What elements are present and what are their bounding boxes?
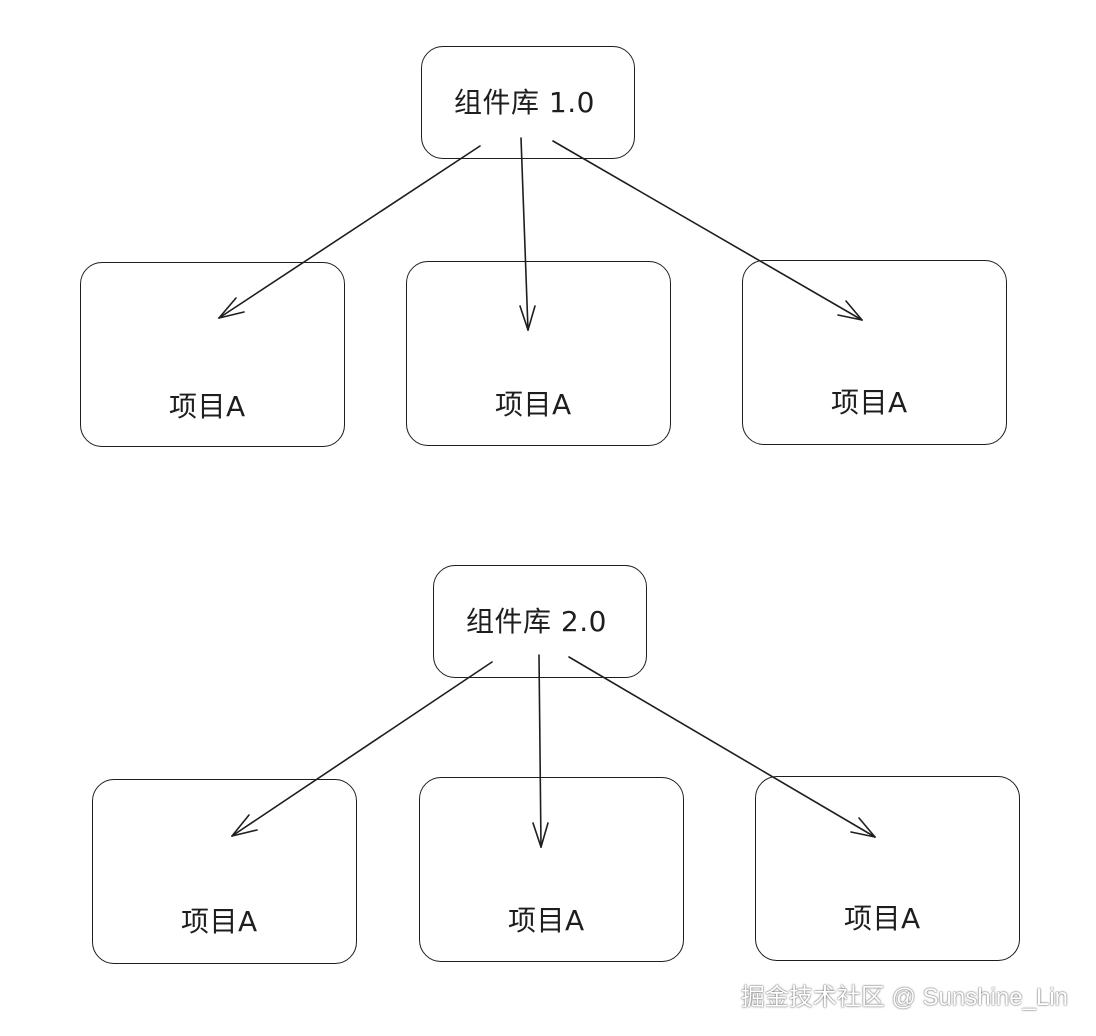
child-node-1-2: 项目A [406,261,671,446]
child-node-2-3-label: 项目A [844,902,921,935]
child-node-2-1-label: 项目A [181,905,258,938]
child-node-1-1-label: 项目A [169,390,246,423]
root-node-1-label: 组件库 1.0 [454,86,595,119]
root-node-2: 组件库 2.0 [433,565,647,678]
watermark: 掘金技术社区 @ Sunshine_Lin [740,984,1068,1011]
child-node-1-3: 项目A [742,260,1007,445]
child-node-2-3: 项目A [755,776,1020,961]
child-node-1-1: 项目A [80,262,345,447]
child-node-2-2-label: 项目A [508,904,585,937]
root-node-1: 组件库 1.0 [421,46,635,159]
root-node-2-label: 组件库 2.0 [466,605,607,638]
child-node-1-3-label: 项目A [831,386,908,419]
child-node-2-1: 项目A [92,779,357,964]
child-node-2-2: 项目A [419,777,684,962]
child-node-1-2-label: 项目A [495,388,572,421]
